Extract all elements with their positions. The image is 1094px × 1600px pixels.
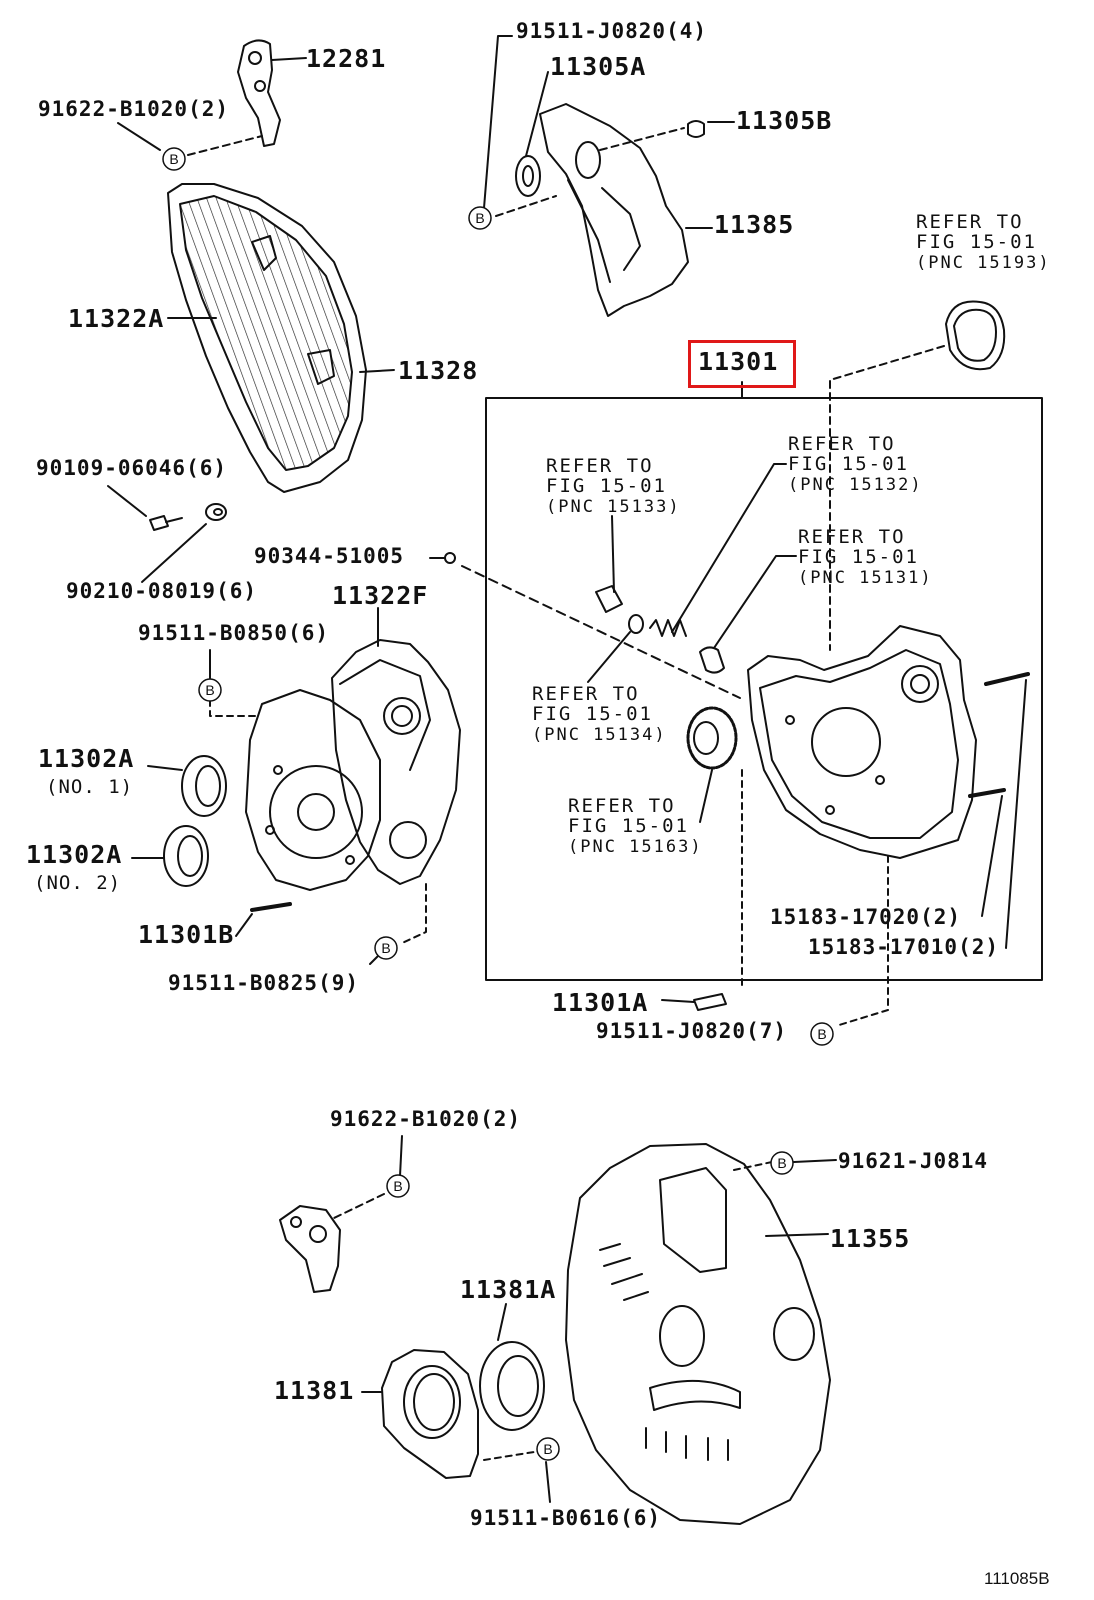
timing-cover-bracket-part — [539, 103, 689, 317]
timing-belt-cover-part — [167, 183, 367, 493]
timing-cover-11322F-part — [331, 639, 461, 885]
part-label-11328[interactable]: 11328 — [398, 356, 479, 385]
callout-b-left-mid-letter: B — [205, 682, 214, 698]
callout-b-bottom — [536, 1437, 560, 1461]
part-label-91622-top[interactable]: 91622-B1020(2) — [38, 97, 230, 121]
part-label-91511-J0820-4[interactable]: 91511-J0820(4) — [516, 19, 708, 43]
ref-pnc-15163[interactable]: REFER TO FIG 15-01 (PNC 15163) — [568, 795, 703, 857]
grommet-90210-part — [205, 503, 227, 521]
part-label-11301B[interactable]: 11301B — [138, 920, 235, 949]
part-label-11385[interactable]: 11385 — [714, 210, 795, 239]
bolt-90109-part — [149, 515, 183, 531]
part-label-11322A[interactable]: 11322A — [68, 304, 165, 333]
relief-valve-spring-part — [649, 619, 687, 637]
part-label-11301[interactable]: 11301 — [698, 347, 779, 376]
callout-b-bottom-left — [386, 1174, 410, 1198]
end-plate-11355-part — [565, 1143, 831, 1525]
callout-b-box-letter: B — [817, 1026, 826, 1042]
part-label-11355[interactable]: 11355 — [830, 1224, 911, 1253]
callout-b-box — [810, 1022, 834, 1046]
callout-b-bottom-letter: B — [543, 1441, 552, 1457]
seal-retainer-part — [381, 1349, 479, 1479]
relief-valve-plug-part — [595, 585, 623, 613]
engine-hanger-bracket-part — [237, 39, 281, 147]
seal-11305A-part — [515, 155, 541, 197]
callout-b-top-mid-letter: B — [475, 210, 484, 226]
bracket-lower-part — [279, 1205, 341, 1293]
part-label-11305A[interactable]: 11305A — [550, 52, 647, 81]
rear-oil-seal-part — [479, 1341, 545, 1431]
callout-b-left-low — [374, 936, 398, 960]
part-label-11302A-no1[interactable]: 11302A — [38, 744, 135, 773]
callout-b-top-left — [162, 147, 186, 171]
callout-b-bottom-right — [770, 1151, 794, 1175]
part-label-90344[interactable]: 90344-51005 — [254, 544, 405, 568]
washer-part — [628, 614, 644, 634]
relief-valve-part — [699, 646, 725, 674]
part-label-91511-B0616[interactable]: 91511-B0616(6) — [470, 1506, 662, 1530]
callout-b-left-low-letter: B — [381, 940, 390, 956]
oil-seal-no1-part — [181, 755, 227, 817]
part-label-90109[interactable]: 90109-06046(6) — [36, 456, 228, 480]
callout-b-bottom-left-letter: B — [393, 1178, 402, 1194]
ref-pnc-15134[interactable]: REFER TO FIG 15-01 (PNC 15134) — [532, 683, 667, 745]
part-note-no2: (NO. 2) — [34, 872, 122, 894]
part-label-11302A-no2[interactable]: 11302A — [26, 840, 123, 869]
part-label-15183-17020[interactable]: 15183-17020(2) — [770, 905, 962, 929]
callout-b-top-left-letter: B — [169, 151, 178, 167]
part-label-91511-J0820-7[interactable]: 91511-J0820(7) — [596, 1019, 788, 1043]
part-label-91621[interactable]: 91621-J0814 — [838, 1149, 989, 1173]
part-label-11305B[interactable]: 11305B — [736, 106, 833, 135]
part-label-11322F[interactable]: 11322F — [332, 581, 429, 610]
part-label-11381[interactable]: 11381 — [274, 1376, 355, 1405]
callout-b-left-mid — [198, 678, 222, 702]
part-label-15183-17010[interactable]: 15183-17010(2) — [808, 935, 1000, 959]
part-label-91622-bottom[interactable]: 91622-B1020(2) — [330, 1107, 522, 1131]
part-label-11381A[interactable]: 11381A — [460, 1275, 557, 1304]
image-code: 111085B — [984, 1569, 1050, 1588]
callout-b-bottom-right-letter: B — [777, 1155, 786, 1171]
oil-seal-no2-part — [163, 825, 209, 887]
callout-b-top-mid — [468, 206, 492, 230]
part-label-91511-B0825[interactable]: 91511-B0825(9) — [168, 971, 360, 995]
oil-pump-gear-part — [686, 706, 738, 770]
part-label-91511-B0850[interactable]: 91511-B0850(6) — [138, 621, 330, 645]
assembly-box — [485, 397, 1043, 981]
part-label-12281[interactable]: 12281 — [306, 44, 387, 73]
highlight-box — [688, 340, 796, 388]
ref-pnc-15131[interactable]: REFER TO FIG 15-01 (PNC 15131) — [798, 526, 933, 588]
ref-pnc-15133[interactable]: REFER TO FIG 15-01 (PNC 15133) — [546, 455, 681, 517]
plug-11305B-part — [687, 120, 705, 138]
oil-pump-body-part — [245, 689, 381, 891]
ref-pnc-15193[interactable]: REFER TO FIG 15-01 (PNC 15193) — [916, 211, 1051, 273]
oil-filter-gasket-part — [945, 300, 1006, 371]
part-note-no1: (NO. 1) — [46, 776, 134, 798]
timing-gear-case-part — [747, 625, 977, 859]
part-label-11301A[interactable]: 11301A — [552, 988, 649, 1017]
ref-pnc-15132[interactable]: REFER TO FIG 15-01 (PNC 15132) — [788, 433, 923, 495]
part-label-90210[interactable]: 90210-08019(6) — [66, 579, 258, 603]
